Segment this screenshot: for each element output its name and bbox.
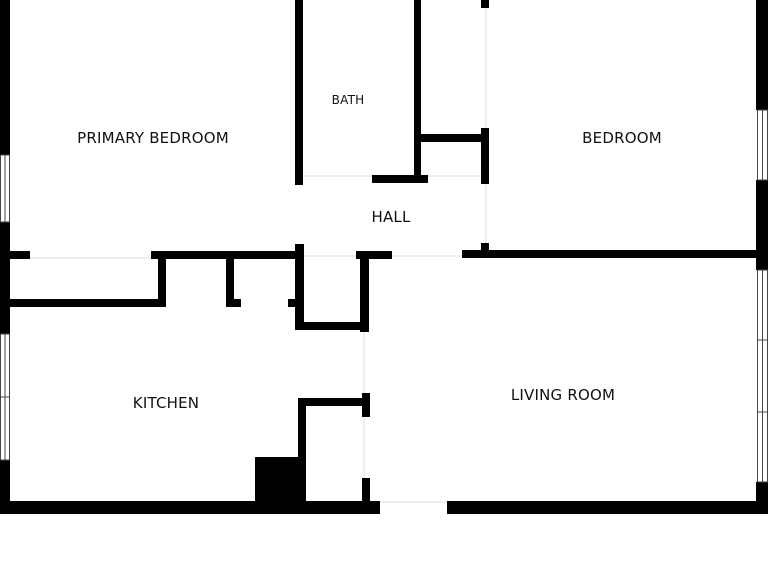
wall-closet-top <box>414 134 488 142</box>
openings <box>30 8 487 503</box>
wall-outer-left-mid <box>0 222 10 334</box>
wall-outer-bottom-right <box>447 501 768 514</box>
room-label-living-room: LIVING ROOM <box>510 386 616 404</box>
wall-kitchen-stub-foot <box>226 299 241 307</box>
room-label-primary-bedroom: PRIMARY BEDROOM <box>77 129 229 147</box>
room-label-bath: BATH <box>331 93 365 107</box>
wall-bath-right <box>414 0 421 182</box>
room-label-bedroom: BEDROOM <box>582 129 662 147</box>
wall-pantry-notch <box>288 299 298 307</box>
wall-pantry-bottom <box>295 322 365 330</box>
room-label-hall: HALL <box>371 208 411 226</box>
wall-bedroom-left-closet <box>481 128 489 184</box>
wall-bedroom-bottom <box>462 250 768 258</box>
wall-kitchen-stub <box>226 251 234 307</box>
wall-primary-bottom-left <box>0 251 30 259</box>
wall-kitchen-counter-bottom <box>0 299 166 307</box>
wall-hall-bottom-mid <box>356 251 392 259</box>
wall-kitchen-counter-right <box>158 251 166 307</box>
wall-outer-bottom-left <box>0 501 380 514</box>
wall-outer-right-bottom <box>756 482 768 514</box>
wall-pantry-left <box>295 251 304 330</box>
wall-outer-right-top <box>756 0 768 110</box>
windows <box>0 109 768 483</box>
wall-outer-left-bottom <box>0 460 10 514</box>
wall-primary-bath-divider <box>295 0 303 185</box>
wall-bath-bottom <box>372 175 428 183</box>
wall-pantry-right <box>360 251 369 332</box>
walls <box>0 0 768 514</box>
appliance-block <box>255 457 305 507</box>
wall-closet-top-lower <box>298 398 368 406</box>
wall-bedroom-left-top <box>481 0 489 8</box>
wall-divider-bottom <box>362 478 370 514</box>
wall-closet-left-lower <box>298 398 306 514</box>
wall-outer-right-mid <box>756 180 768 270</box>
wall-outer-left-top <box>0 0 10 155</box>
room-label-kitchen: KITCHEN <box>132 394 200 412</box>
